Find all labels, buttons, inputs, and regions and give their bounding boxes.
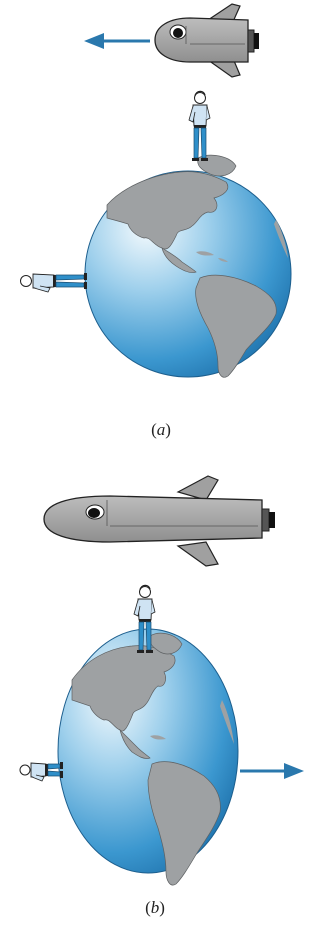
earth-ellipse xyxy=(58,629,238,885)
person-standing-side xyxy=(20,762,63,781)
caption-a-close: ) xyxy=(165,420,171,439)
caption-b-close: ) xyxy=(159,898,165,917)
person-standing-top xyxy=(189,91,210,161)
caption-a: (a) xyxy=(151,420,171,439)
panel-b: (b) xyxy=(20,476,304,917)
earth-sphere xyxy=(85,155,291,377)
panel-a: (a) xyxy=(21,4,292,439)
caption-a-letter: a xyxy=(157,420,166,439)
spaceship-a xyxy=(155,4,259,77)
person-standing-side xyxy=(21,273,88,292)
velocity-arrow-left xyxy=(84,33,150,49)
caption-b-letter: b xyxy=(151,898,160,917)
spaceship-b xyxy=(44,476,275,566)
velocity-arrow-right xyxy=(240,763,304,779)
caption-b: (b) xyxy=(145,898,165,917)
